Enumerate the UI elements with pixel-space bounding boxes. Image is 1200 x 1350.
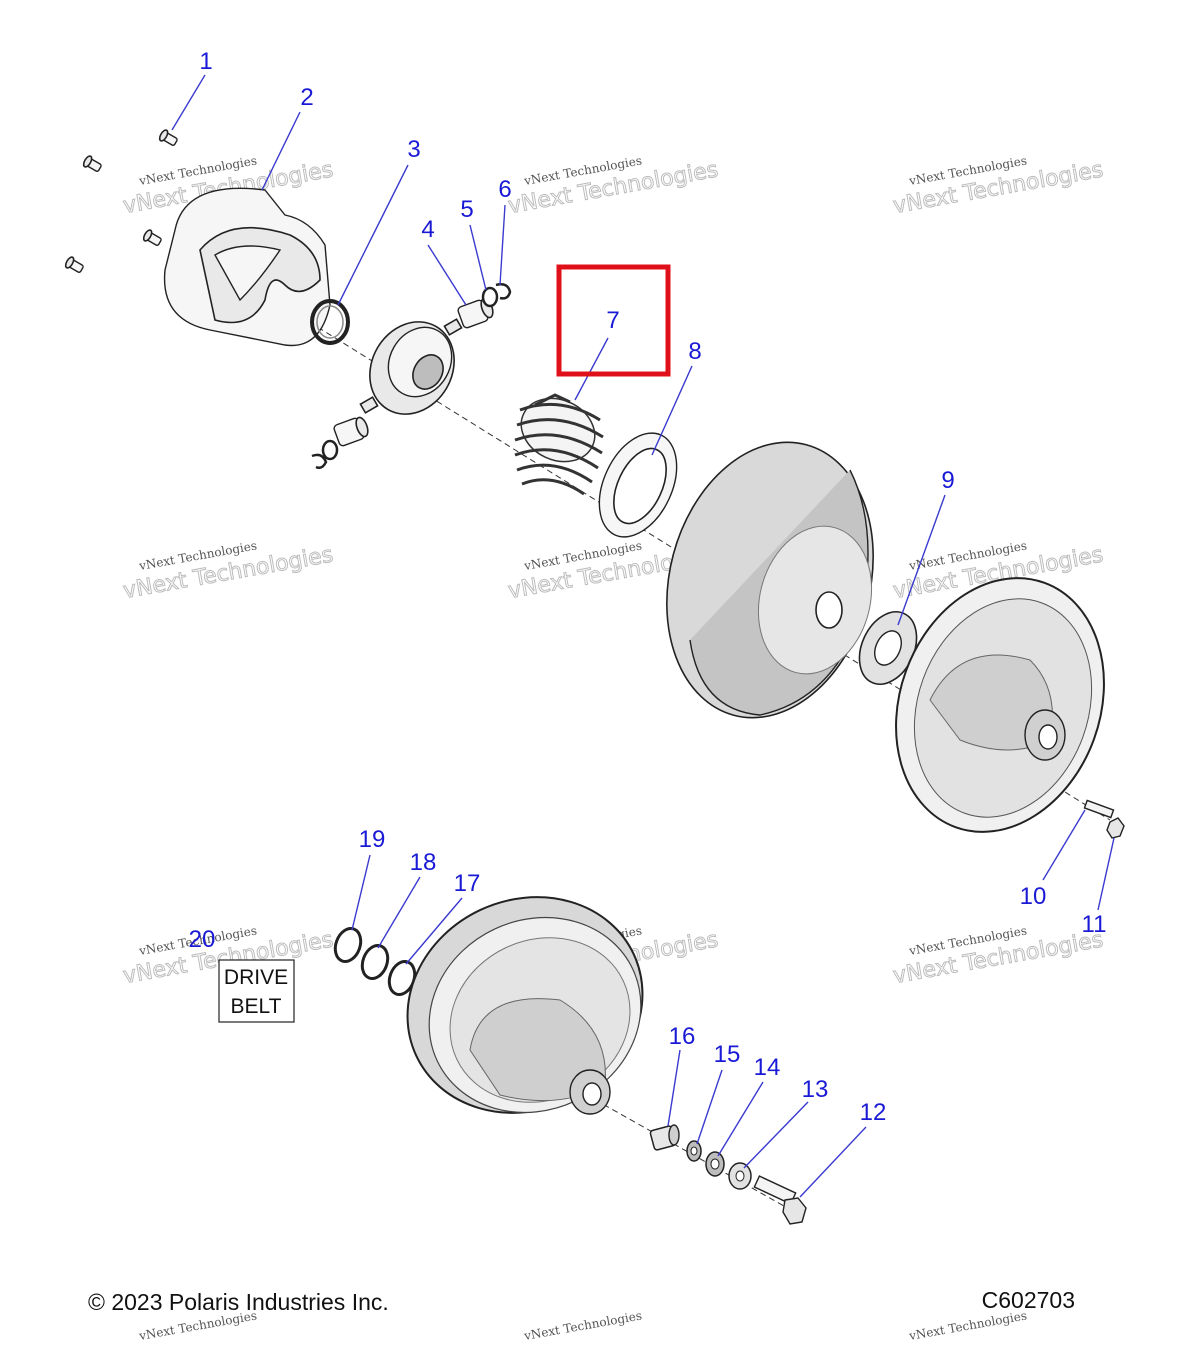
moveable-sheave (666, 441, 874, 719)
leader-line (171, 74, 206, 131)
callout-9[interactable]: 9 (941, 467, 954, 494)
callout-10[interactable]: 10 (1020, 883, 1047, 910)
flat-washer (728, 1162, 752, 1190)
screw-set (64, 129, 178, 273)
drive-belt-label-line1: DRIVE (224, 966, 288, 989)
washer (705, 1151, 725, 1177)
bolt (753, 1175, 807, 1225)
leader-line (743, 1101, 809, 1169)
callout-19[interactable]: 19 (359, 826, 386, 853)
stud (1083, 799, 1115, 819)
callout-2[interactable]: 2 (300, 84, 313, 111)
roller (333, 416, 369, 447)
callout-8[interactable]: 8 (688, 338, 701, 365)
watermark-text: vNext Technologies (522, 1308, 643, 1343)
callout-12[interactable]: 12 (860, 1099, 887, 1126)
screw (142, 229, 162, 246)
callout-14[interactable]: 14 (754, 1054, 781, 1081)
spring-retainer-ring (598, 432, 678, 538)
callout-18[interactable]: 18 (410, 849, 437, 876)
leader-line (405, 897, 463, 965)
leader-line (377, 876, 421, 949)
e-clip (311, 453, 328, 470)
nut (1106, 817, 1125, 839)
leader-lines (171, 74, 1115, 1198)
bushing (649, 1124, 680, 1151)
stationary-sheave (895, 577, 1105, 833)
leader-line (337, 164, 409, 306)
callout-6[interactable]: 6 (498, 176, 511, 203)
o-ring (333, 927, 363, 963)
callout-5[interactable]: 5 (460, 196, 473, 223)
watermark: vNext Technologies vNext Technologies (891, 153, 1106, 219)
leader-line (651, 365, 693, 456)
callouts: 1 2 3 4 5 6 7 8 9 10 11 12 13 14 15 16 1… (189, 48, 1107, 1126)
leader-line (667, 1049, 681, 1127)
spider-hub (359, 318, 463, 415)
highlight-box (556, 264, 671, 377)
o-ring (360, 944, 390, 980)
leader-line (1097, 837, 1115, 911)
watermark: vNext Technologies vNext Technologies (121, 538, 336, 604)
watermark: vNext Technologies vNext Technologies (506, 153, 721, 219)
callout-16[interactable]: 16 (669, 1023, 696, 1050)
drive-belt-label-line2: BELT (231, 995, 282, 1018)
callout-13[interactable]: 13 (802, 1076, 829, 1103)
watermark-text: vNext Technologies (907, 1308, 1028, 1343)
leader-line (799, 1126, 867, 1198)
callout-17[interactable]: 17 (454, 870, 481, 897)
washer-small (321, 439, 339, 461)
e-clip (495, 283, 512, 300)
washer-small (481, 286, 499, 308)
clutch-spring (514, 393, 604, 496)
callout-11[interactable]: 11 (1082, 911, 1107, 938)
screw (158, 129, 178, 146)
callout-20[interactable]: 20 (189, 926, 216, 953)
watermark: vNext Technologies (907, 1308, 1028, 1343)
callout-4[interactable]: 4 (421, 216, 434, 243)
callout-3[interactable]: 3 (407, 136, 420, 163)
screw (64, 256, 84, 273)
leader-line (351, 854, 371, 931)
figure-code: C602703 (982, 1287, 1075, 1313)
watermark: vNext Technologies vNext Technologies (891, 923, 1106, 989)
leader-line (696, 1069, 723, 1145)
leader-line (717, 1081, 764, 1157)
drive-belt-label-box: DRIVE BELT (218, 959, 295, 1023)
shim-washer (858, 611, 918, 685)
clutch-cover (163, 187, 331, 347)
callout-7[interactable]: 7 (606, 307, 619, 334)
leader-line (897, 494, 946, 626)
leader-line (469, 224, 487, 291)
copyright-text: © 2023 Polaris Industries Inc. (88, 1289, 389, 1315)
leader-line (261, 111, 301, 191)
screw (82, 155, 102, 172)
callout-1[interactable]: 1 (199, 48, 212, 75)
snap-ring-large (310, 299, 350, 345)
leader-line (427, 244, 467, 306)
leader-line (574, 337, 609, 401)
leader-line (499, 204, 506, 286)
leader-line (1042, 809, 1086, 881)
callout-15[interactable]: 15 (714, 1041, 741, 1068)
lower-stationary-sheave (406, 896, 644, 1115)
watermark: vNext Technologies (522, 1308, 643, 1343)
washer (686, 1140, 702, 1162)
